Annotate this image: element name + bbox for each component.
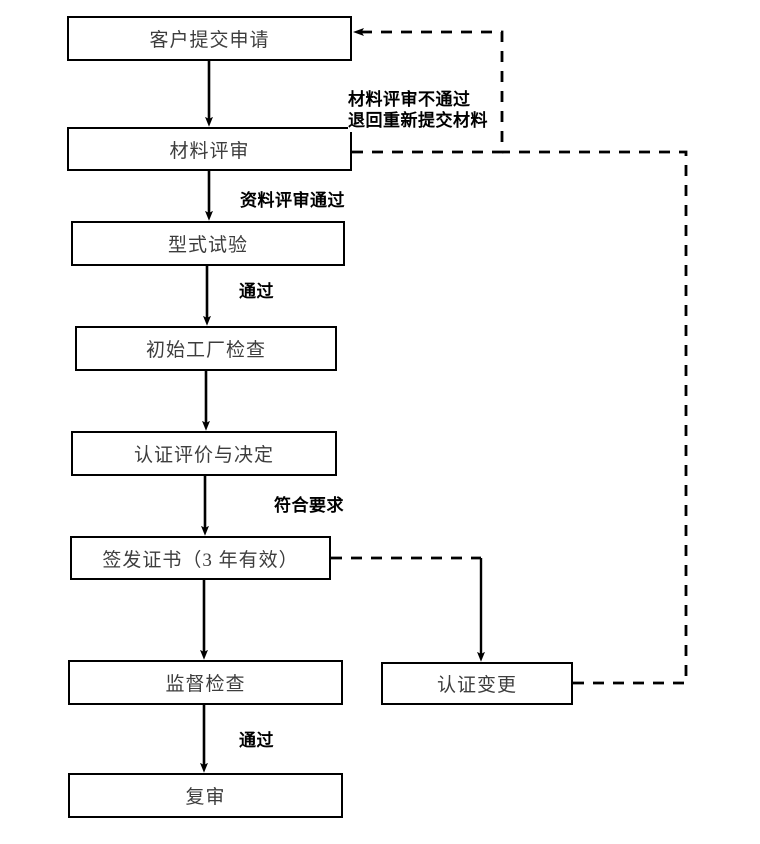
edge-label-reject: 材料评审不通过 退回重新提交材料 — [348, 89, 488, 132]
node-certification-decision-label: 认证评价与决定 — [133, 445, 274, 466]
node-certification-decision[interactable]: 认证评价与决定 — [71, 431, 337, 476]
node-certificate-issue[interactable]: 签发证书（3 年有效） — [70, 536, 331, 580]
node-apply[interactable]: 客户提交申请 — [67, 16, 352, 61]
node-supervision[interactable]: 监督检查 — [68, 660, 343, 705]
node-typetest[interactable]: 型式试验 — [71, 221, 345, 266]
node-supervision-label: 监督检查 — [165, 674, 246, 695]
edge-label-reject-line2: 退回重新提交材料 — [348, 111, 488, 131]
node-apply-label: 客户提交申请 — [149, 30, 270, 51]
node-factory-inspection-label: 初始工厂检查 — [145, 340, 266, 361]
edge-label-pass-review: 资料评审通过 — [240, 190, 345, 212]
node-certificate-issue-label: 签发证书（3 年有效） — [102, 549, 299, 571]
node-certificate-change-label: 认证变更 — [436, 675, 517, 696]
edge-label-pass-typetest: 通过 — [239, 281, 274, 303]
edge-label-pass-supervision: 通过 — [239, 730, 274, 752]
edge-label-reject-line1: 材料评审不通过 — [348, 90, 471, 109]
edge-review-back-to-apply — [352, 28, 504, 154]
node-typetest-label: 型式试验 — [167, 235, 248, 256]
edge-change-back-to-review — [502, 150, 688, 685]
node-recertification-label: 复审 — [185, 787, 226, 808]
node-review-label: 材料评审 — [169, 140, 250, 162]
node-review[interactable]: 材料评审 — [67, 127, 352, 171]
edge-label-conform: 符合要求 — [274, 495, 344, 517]
node-certificate-change[interactable]: 认证变更 — [381, 662, 573, 705]
node-factory-inspection[interactable]: 初始工厂检查 — [75, 326, 337, 371]
node-recertification[interactable]: 复审 — [68, 773, 343, 818]
